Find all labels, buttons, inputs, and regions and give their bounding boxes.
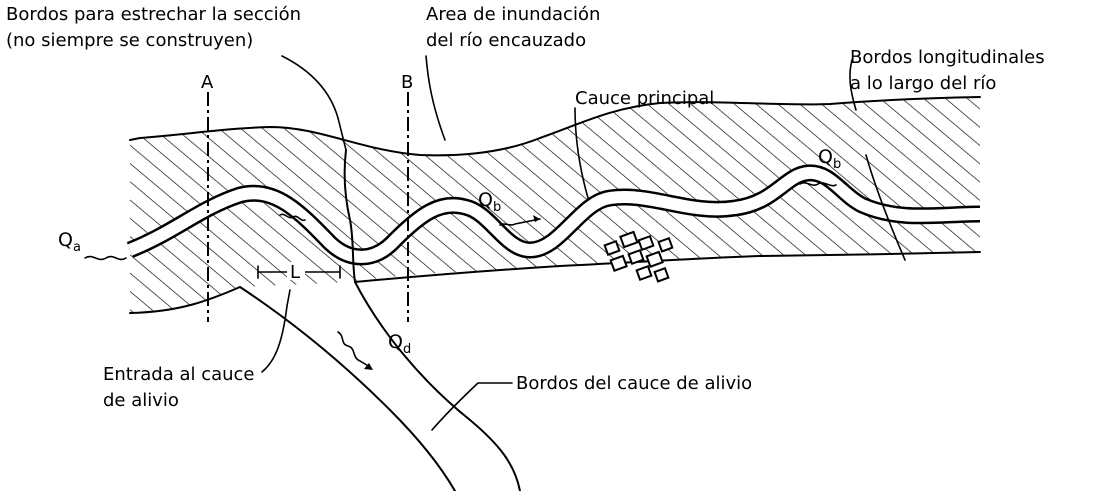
flow-qb-arrow-1-head [533, 215, 540, 222]
flow-qb-arrow-2 [799, 182, 837, 187]
narrowing-levee [343, 149, 356, 283]
lower-levee-right [354, 251, 981, 283]
flow-qd-arrow [337, 331, 371, 368]
label-bordos-long-line2: a lo largo del río [850, 73, 996, 94]
label-bordos-seccion-line2: (no siempre se construyen) [6, 30, 253, 51]
length-dimension: L [257, 262, 341, 283]
relief-channel-right-levee [354, 281, 521, 491]
upper-levee [129, 96, 981, 157]
flow-qd-arrow-head [364, 363, 373, 370]
leader-area-inundacion [425, 55, 446, 141]
label-area-line2: del río encauzado [426, 30, 586, 51]
relief-channel-fill [240, 282, 520, 491]
length-l-label: L [290, 262, 300, 283]
flow-qb-label-2: Qb [818, 146, 841, 172]
leader-bordos-longitudinales [849, 59, 857, 111]
leader-bordos-alivio [431, 382, 513, 431]
relief-channel-left-levee [239, 286, 456, 491]
label-bordos-alivio: Bordos del cauce de alivio [516, 373, 752, 394]
label-area-line1: Area de inundación [426, 4, 600, 25]
flow-qa-arrow [84, 255, 127, 261]
flow-qa-label: Qa [58, 229, 81, 255]
label-bordos-long-line1: Bordos longitudinales [850, 47, 1045, 68]
town-symbol [603, 230, 674, 283]
main-channel-water [127, 166, 981, 263]
leader-cauce-principal [574, 107, 589, 199]
label-entrada-line2: de alivio [103, 390, 179, 411]
lower-levee-left [129, 286, 241, 314]
label-bordos-seccion-line1: Bordos para estrechar la sección [6, 4, 301, 25]
section-b-label: B [401, 72, 413, 93]
flow-qb-label-1: Qb [478, 189, 501, 215]
leader-bordos-longitudinales-2 [865, 154, 906, 261]
leader-entrada [261, 289, 291, 373]
flow-small-squiggle [279, 213, 306, 222]
section-a-label: A [201, 72, 214, 93]
flow-qb-arrow-1 [499, 218, 541, 226]
leader-bordos-seccion [281, 55, 347, 151]
label-entrada-line1: Entrada al cauce [103, 364, 255, 385]
flow-qd-label: Qd [388, 331, 411, 357]
label-cauce-principal: Cauce principal [575, 88, 714, 109]
